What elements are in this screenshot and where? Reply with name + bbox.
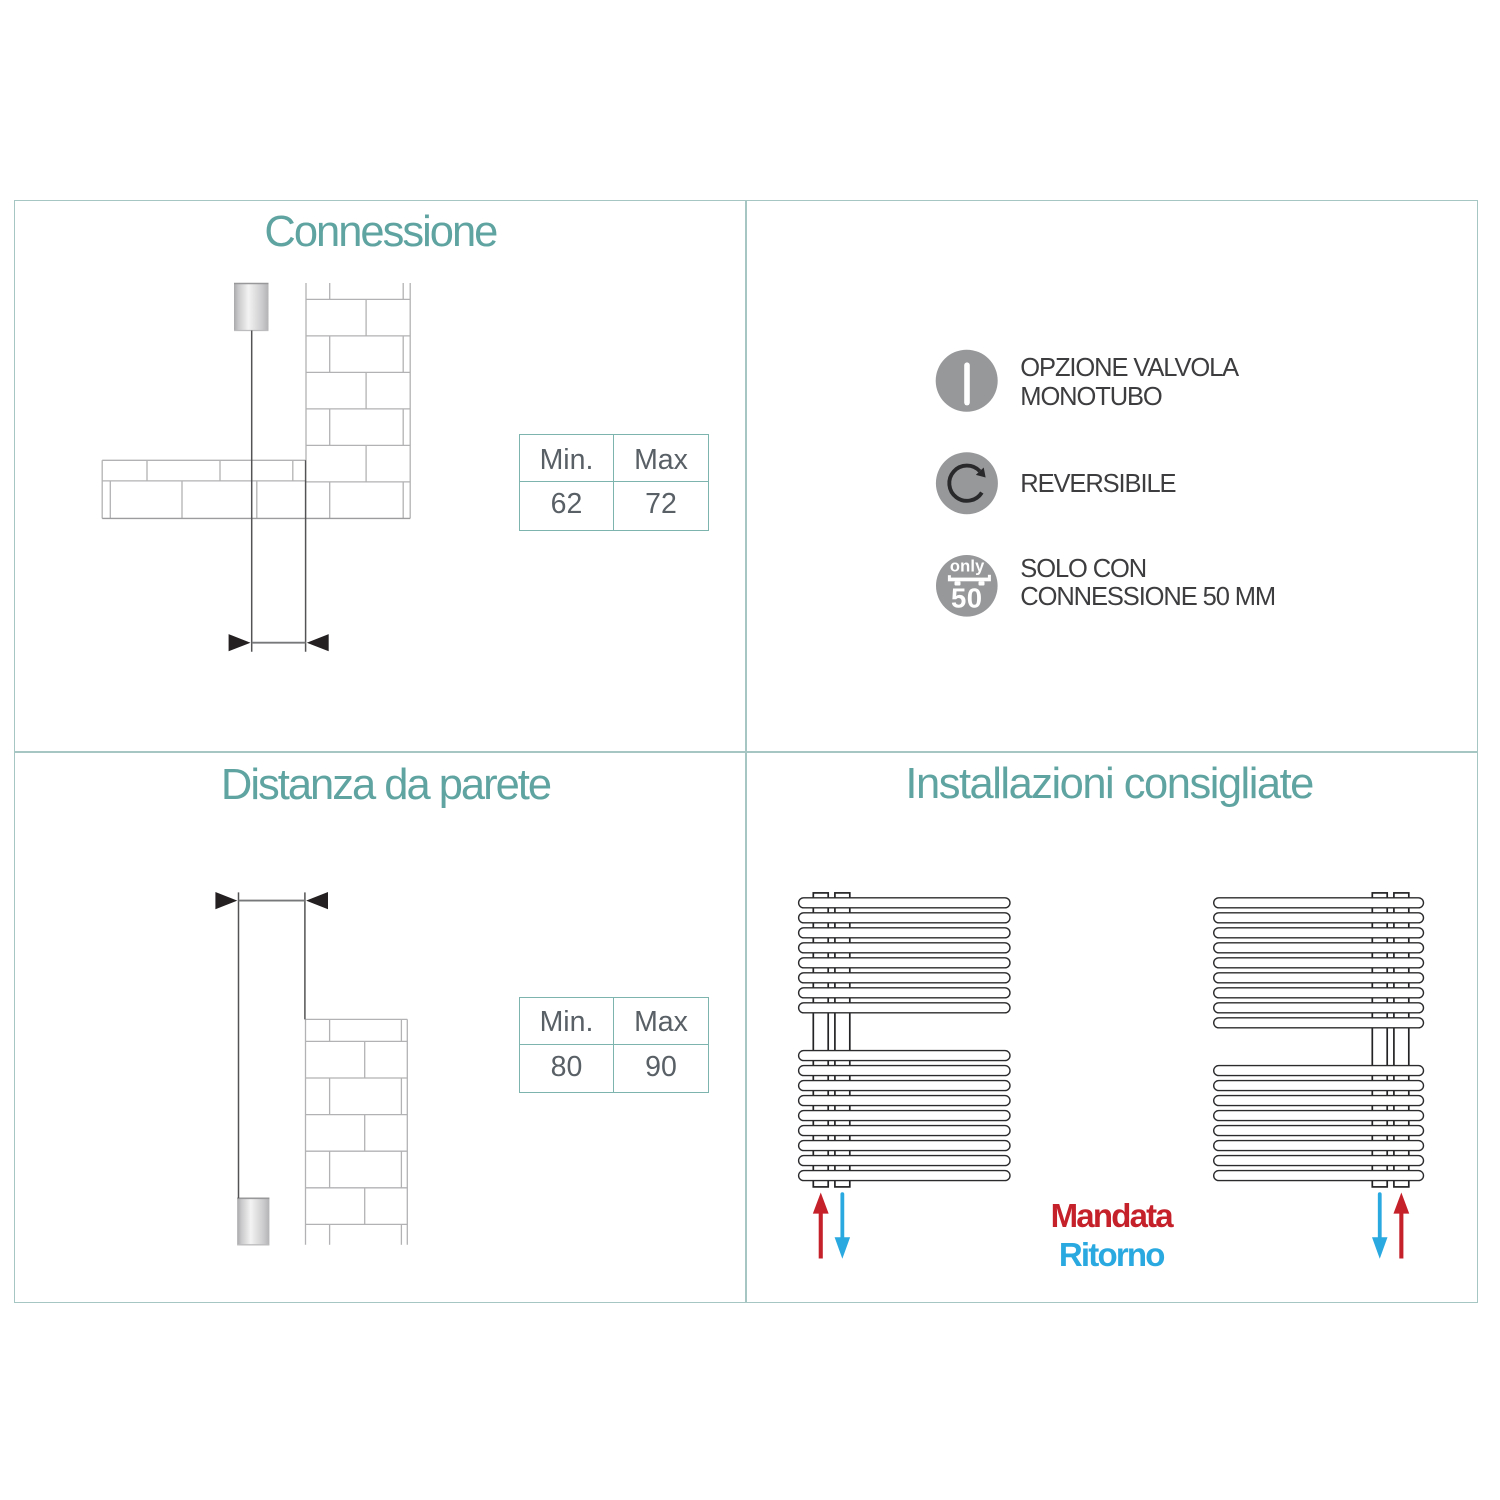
dimension-arrow-right [306,634,329,652]
floor-slab [101,459,411,520]
rail-nub-right [988,574,992,578]
table-header-max: Max [614,998,708,1046]
radiator-left-tube [797,942,1011,954]
radiator-left-tube [797,987,1011,999]
radiator-left-tube [797,957,1011,969]
rotate-arc [947,463,984,504]
radiator-right-tube [1212,1124,1425,1137]
dimension-arrow-right [306,892,328,910]
radiator-right-tube [1212,1017,1425,1029]
panel-title-installazioni: Installazioni consigliate [905,760,1314,809]
rail-bar [948,577,992,582]
radiator-right [1212,892,1425,1188]
flow-arrows [812,1192,1410,1259]
label-line: REVERSIBILE [1020,470,1176,499]
radiator-left-tube [797,1154,1011,1167]
legend-ritorno: Ritorno [1058,1236,1166,1273]
radiator-right-tube [1212,987,1425,999]
rail-tab-right [978,581,985,586]
wall-section-lower [304,1018,408,1245]
label-line: OPZIONE VALVOLA [1020,354,1239,383]
label-only-50: SOLO CON CONNESSIONE 50 MM [1020,554,1276,611]
pipe-valve-cylinder-top [234,283,269,331]
mandata-arrow-right [1393,1192,1410,1259]
rotate-arrowhead [976,467,986,478]
table-value-max: 72 [645,488,677,521]
radiator-right-tube [1212,942,1425,954]
dimension-arrow-left [215,892,238,910]
ritorno-arrow-right-head [1372,1237,1388,1259]
radiator-left-tube [797,1049,1011,1062]
grid-horizontal-divider [14,751,1478,753]
connection-drawing [101,282,411,652]
rail-tab-left [954,581,961,586]
radiator-right-tube [1212,1139,1425,1152]
mandata-arrow-left [812,1192,829,1259]
radiator-left-tube [797,1169,1011,1182]
radiator-right-tube [1212,927,1425,939]
radiator-right-tube [1212,1064,1425,1077]
label-valve-monotube: OPZIONE VALVOLA MONOTUBO [1020,354,1239,411]
radiator-right-tube [1212,1002,1425,1014]
legend-mandata: Mandata [1050,1196,1174,1234]
table-value-max: 90 [645,1051,677,1084]
label-reversible: REVERSIBILE [1020,470,1176,499]
radiator-left [797,892,1011,1188]
fifty-text: 50 [951,583,983,614]
table-value-min: 62 [520,482,615,530]
icon-circle [936,555,998,617]
table-header-max: Max [614,435,708,483]
radiator-left-tube [797,1094,1011,1107]
rail-graphic [948,574,992,586]
dimension-arrow-left [228,634,251,652]
table-header-min: Min. [519,997,615,1046]
wall-section-upper [305,283,411,519]
valve-bar [964,362,971,406]
radiator-right-tube [1212,1154,1425,1167]
minmax-table-connessione: Min. Max 62 72 [518,433,709,531]
radiator-left-tube [797,1064,1011,1077]
panel-title-connessione: Connessione [264,207,498,256]
radiator-right-tube [1212,972,1425,984]
radiator-left-tube [797,1109,1011,1122]
monotube-valve-icon [935,349,998,412]
table-value-min: 80 [520,1045,615,1093]
radiator-right-tube [1212,1094,1425,1107]
label-line: CONNESSIONE 50 MM [1020,582,1276,611]
icon-circle [936,452,999,515]
only-50-connection-icon: only 50 [936,555,998,617]
radiator-left-tube [797,1079,1011,1092]
label-line: SOLO CON [1020,554,1147,583]
radiator-right-tube [1212,957,1425,969]
ritorno-arrow-left-head [834,1237,851,1259]
radiator-right-tube [1212,1169,1425,1182]
radiator-right-tube [1212,1079,1425,1092]
radiator-left-tube [797,972,1011,984]
radiator-left-tube [797,897,1011,909]
table-header-min: Min. [519,434,615,483]
radiator-right-tube [1212,912,1425,924]
pipe-valve-cylinder-bottom [237,1198,270,1245]
minmax-table-distanza: Min. Max 80 90 [518,996,709,1094]
rail-nub-left [948,575,952,578]
radiator-left-tube [797,1139,1011,1152]
wall-distance-drawing [215,892,408,1246]
radiator-left-tube [797,927,1011,939]
radiator-left-tube [797,1124,1011,1137]
only-text: only [950,557,985,575]
radiator-left-tube [797,1002,1011,1014]
reversible-icon [936,452,999,515]
radiator-left-tube [797,912,1011,924]
radiator-right-tube [1212,1109,1425,1122]
panel-title-distanza: Distanza da parete [220,761,552,810]
label-line: MONOTUBO [1020,382,1162,411]
radiator-right-tube [1212,897,1425,909]
